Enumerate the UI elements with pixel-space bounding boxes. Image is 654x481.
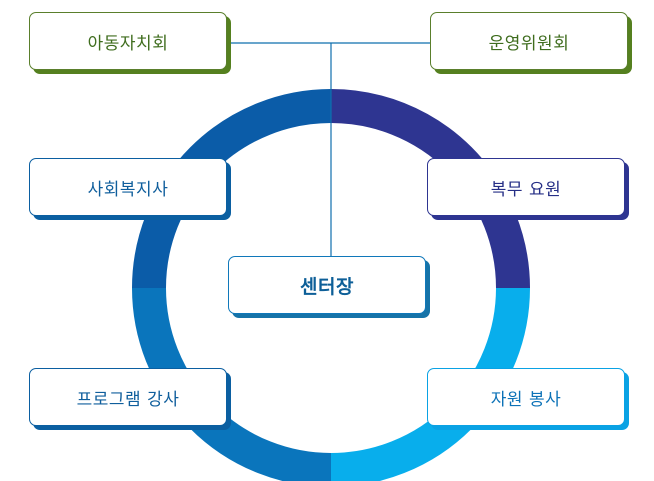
- node-center-director: 센터장: [228, 256, 426, 314]
- node-program-instructor: 프로그램 강사: [29, 368, 227, 426]
- node-label: 운영위원회: [488, 33, 570, 54]
- node-children-council: 아동자치회: [29, 12, 227, 70]
- node-steering-committee: 운영위원회: [430, 12, 628, 70]
- node-label: 자원 봉사: [490, 389, 562, 410]
- node-label: 사회복지사: [87, 179, 169, 200]
- node-label: 복무 요원: [490, 179, 562, 200]
- node-label: 프로그램 강사: [76, 389, 180, 410]
- node-volunteer: 자원 봉사: [427, 368, 625, 426]
- node-service-agent: 복무 요원: [427, 158, 625, 216]
- node-label: 센터장: [300, 275, 354, 298]
- node-label: 아동자치회: [87, 33, 169, 54]
- node-social-worker: 사회복지사: [29, 158, 227, 216]
